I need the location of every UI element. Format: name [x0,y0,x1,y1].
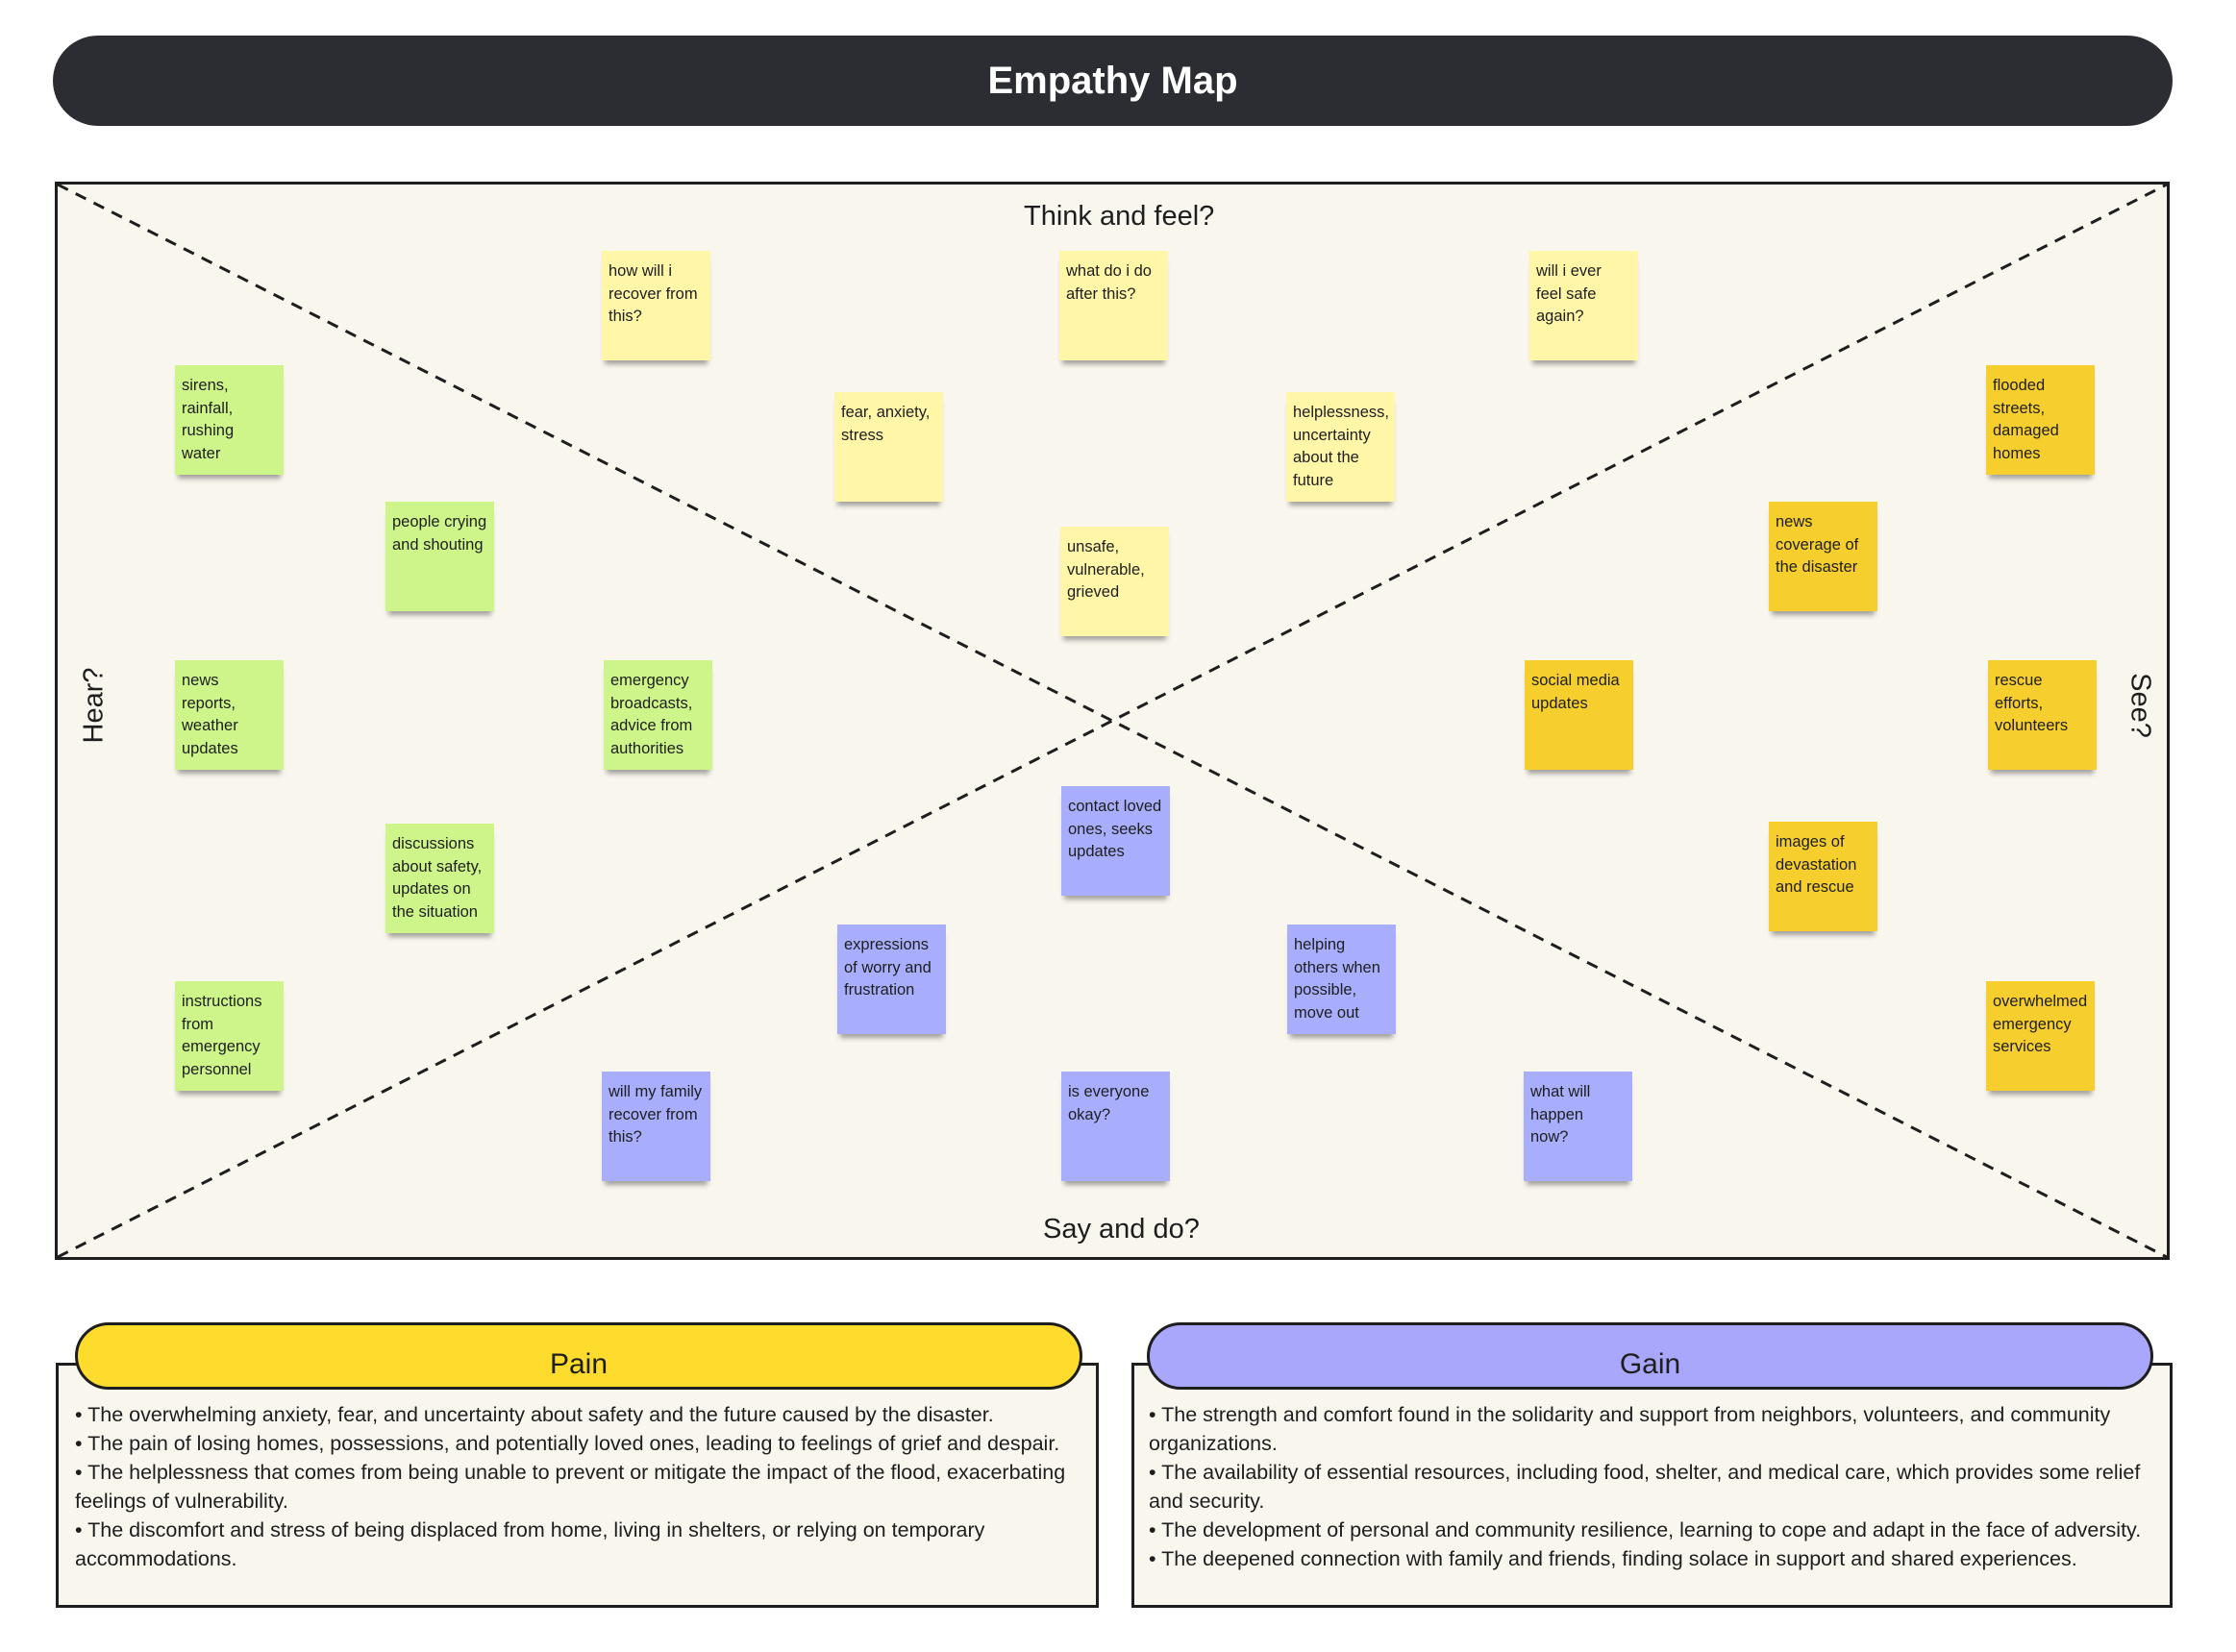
sticky-note-see[interactable]: news coverage of the disaster [1769,502,1877,611]
gain-panel [1131,1363,2173,1608]
pain-item: • The helplessness that comes from being… [75,1461,1066,1513]
page-title: Empathy Map [987,59,1238,102]
sticky-note-say[interactable]: expressions of worry and frustration [837,925,946,1034]
gain-list: • The strength and comfort found in the … [1149,1400,2158,1573]
sticky-note-hear[interactable]: discussions about safety, updates on the… [385,824,494,933]
see-label: See? [2124,673,2156,738]
sticky-note-see[interactable]: images of devastation and rescue [1769,822,1877,931]
sticky-note-think[interactable]: what do i do after this? [1059,251,1168,360]
pain-title: Pain [549,1348,609,1380]
hear-label: Hear? [78,667,110,744]
sticky-note-see[interactable]: flooded streets, damaged homes [1986,365,2095,475]
pain-header: Pain [75,1322,1082,1390]
sticky-note-hear[interactable]: sirens, rainfall, rushing water [175,365,284,475]
sticky-note-say[interactable]: contact loved ones, seeks updates [1061,786,1170,896]
diagonal-line-down [58,185,2167,1257]
gain-item: • The deepened connection with family an… [1149,1547,2077,1570]
gain-item: • The strength and comfort found in the … [1149,1403,2111,1455]
pain-item: • The overwhelming anxiety, fear, and un… [75,1403,994,1426]
say-and-do-label: Say and do? [1043,1214,1200,1245]
pain-item: • The discomfort and stress of being dis… [75,1518,985,1570]
sticky-note-think[interactable]: fear, anxiety, stress [834,392,943,502]
sticky-note-say[interactable]: helping others when possible, move out [1287,925,1396,1034]
gain-header: Gain [1147,1322,2153,1390]
sticky-note-think[interactable]: will i ever feel safe again? [1529,251,1638,360]
sticky-note-say[interactable]: is everyone okay? [1061,1072,1170,1181]
pain-item: • The pain of losing homes, possessions,… [75,1432,1060,1455]
sticky-note-see[interactable]: overwhelmed emergency services [1986,981,2095,1091]
sticky-note-think[interactable]: how will i recover from this? [602,251,710,360]
diagonal-dividers [58,185,2167,1257]
pain-list: • The overwhelming anxiety, fear, and un… [75,1400,1084,1573]
sticky-note-see[interactable]: social media updates [1525,660,1633,770]
sticky-note-say[interactable]: will my family recover from this? [602,1072,710,1181]
gain-title: Gain [1619,1348,1681,1380]
sticky-note-hear[interactable]: people crying and shouting [385,502,494,611]
pain-panel [56,1363,1099,1608]
gain-item: • The development of personal and commun… [1149,1518,2142,1541]
diagonal-line-up [58,185,2167,1257]
sticky-note-see[interactable]: rescue efforts, volunteers [1988,660,2097,770]
empathy-map-canvas: Think and feel? Say and do? Hear? See? h… [55,182,2170,1260]
sticky-note-think[interactable]: helplessness, uncertainty about the futu… [1286,392,1395,502]
sticky-note-hear[interactable]: emergency broadcasts, advice from author… [604,660,712,770]
sticky-note-say[interactable]: what will happen now? [1524,1072,1632,1181]
think-and-feel-label: Think and feel? [1024,201,1215,232]
gain-item: • The availability of essential resource… [1149,1461,2141,1513]
sticky-note-think[interactable]: unsafe, vulnerable, grieved [1060,527,1169,636]
title-bar: Empathy Map [53,36,2173,126]
sticky-note-hear[interactable]: news reports, weather updates [175,660,284,770]
sticky-note-hear[interactable]: instructions from emergency personnel [175,981,284,1091]
